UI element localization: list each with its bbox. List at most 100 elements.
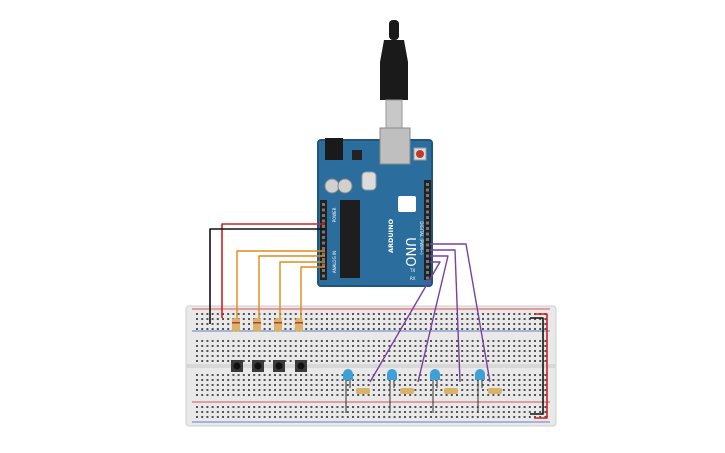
breadboard-hole	[544, 350, 547, 352]
breadboard-hole	[289, 355, 292, 357]
breadboard-hole	[346, 318, 349, 320]
breadboard-hole	[513, 360, 516, 362]
breadboard-hole	[300, 384, 302, 386]
breadboard-hole	[492, 374, 495, 376]
breadboard-hole	[378, 350, 380, 352]
breadboard-hole	[492, 323, 495, 325]
breadboard-hole	[409, 345, 412, 347]
breadboard-hole	[279, 389, 282, 391]
breadboard-hole	[388, 384, 391, 386]
breadboard-hole	[534, 406, 536, 408]
breadboard-hole	[357, 379, 360, 381]
breadboard-hole	[404, 318, 406, 320]
breadboard-hole	[211, 340, 214, 342]
breadboard-hole	[523, 318, 526, 320]
breadboard-hole	[445, 394, 448, 396]
breadboard-hole	[216, 416, 219, 418]
breadboard-hole	[320, 416, 323, 418]
analog-in-label: ANALOG IN	[332, 251, 337, 273]
breadboard-hole	[222, 355, 224, 357]
breadboard-hole	[497, 340, 500, 342]
breadboard-hole	[242, 345, 245, 347]
breadboard-hole	[528, 374, 531, 376]
breadboard-hole	[487, 416, 490, 418]
breadboard-hole	[201, 379, 204, 381]
breadboard-hole	[461, 350, 464, 352]
breadboard-hole	[320, 318, 323, 320]
breadboard-hole	[409, 340, 412, 342]
breadboard-hole	[456, 355, 458, 357]
breadboard-hole	[196, 379, 198, 381]
breadboard-hole	[237, 374, 240, 376]
breadboard-hole	[383, 360, 386, 362]
breadboard-hole	[331, 416, 334, 418]
breadboard-hole	[336, 323, 339, 325]
breadboard-hole	[367, 323, 370, 325]
header-pin	[426, 265, 429, 269]
breadboard-hole	[211, 379, 214, 381]
breadboard-hole	[227, 345, 230, 347]
breadboard-hole	[409, 328, 412, 330]
breadboard-hole	[404, 328, 406, 330]
breadboard-hole	[523, 340, 526, 342]
breadboard-hole	[388, 350, 391, 352]
breadboard-hole	[424, 328, 427, 330]
breadboard-hole	[320, 328, 323, 330]
breadboard-hole	[263, 313, 266, 315]
breadboard-hole	[341, 328, 344, 330]
breadboard-hole	[222, 411, 224, 413]
breadboard-hole	[383, 313, 386, 315]
breadboard-hole	[456, 379, 458, 381]
breadboard-hole	[497, 379, 500, 381]
breadboard-hole	[310, 318, 313, 320]
breadboard-hole	[518, 384, 521, 386]
breadboard-hole	[445, 416, 448, 418]
breadboard-hole	[528, 323, 531, 325]
breadboard-hole	[456, 360, 458, 362]
breadboard-hole	[326, 345, 328, 347]
breadboard-hole	[476, 345, 479, 347]
breadboard-hole	[388, 318, 391, 320]
breadboard-hole	[222, 379, 224, 381]
breadboard-hole	[534, 340, 536, 342]
breadboard-hole	[450, 374, 453, 376]
breadboard-hole	[487, 313, 490, 315]
breadboard-hole	[362, 379, 365, 381]
breadboard-hole	[362, 360, 365, 362]
breadboard-hole	[404, 323, 406, 325]
breadboard-hole	[300, 374, 302, 376]
breadboard-hole	[336, 389, 339, 391]
breadboard-hole	[336, 328, 339, 330]
breadboard-hole	[211, 313, 214, 315]
breadboard-hole	[404, 360, 406, 362]
breadboard-hole	[253, 355, 256, 357]
breadboard-hole	[305, 406, 308, 408]
breadboard-hole	[419, 406, 422, 408]
breadboard-hole	[435, 340, 438, 342]
breadboard-hole	[372, 350, 375, 352]
breadboard-hole	[398, 384, 401, 386]
breadboard-hole	[216, 355, 219, 357]
breadboard-hole	[388, 328, 391, 330]
breadboard-hole	[305, 340, 308, 342]
breadboard-hole	[227, 374, 230, 376]
breadboard-hole	[346, 313, 349, 315]
breadboard-hole	[237, 340, 240, 342]
breadboard-hole	[378, 374, 380, 376]
breadboard-hole	[372, 323, 375, 325]
breadboard-hole	[320, 360, 323, 362]
breadboard-hole	[367, 384, 370, 386]
breadboard-hole	[242, 406, 245, 408]
breadboard-hole	[487, 328, 490, 330]
breadboard-hole	[211, 394, 214, 396]
breadboard-hole	[487, 350, 490, 352]
breadboard-hole	[341, 406, 344, 408]
breadboard-hole	[222, 318, 224, 320]
breadboard-hole	[352, 394, 354, 396]
power-label: POWER	[332, 207, 337, 222]
breadboard-hole	[461, 340, 464, 342]
breadboard-hole	[263, 323, 266, 325]
breadboard-hole	[274, 416, 276, 418]
breadboard-hole	[242, 328, 245, 330]
breadboard-hole	[253, 389, 256, 391]
